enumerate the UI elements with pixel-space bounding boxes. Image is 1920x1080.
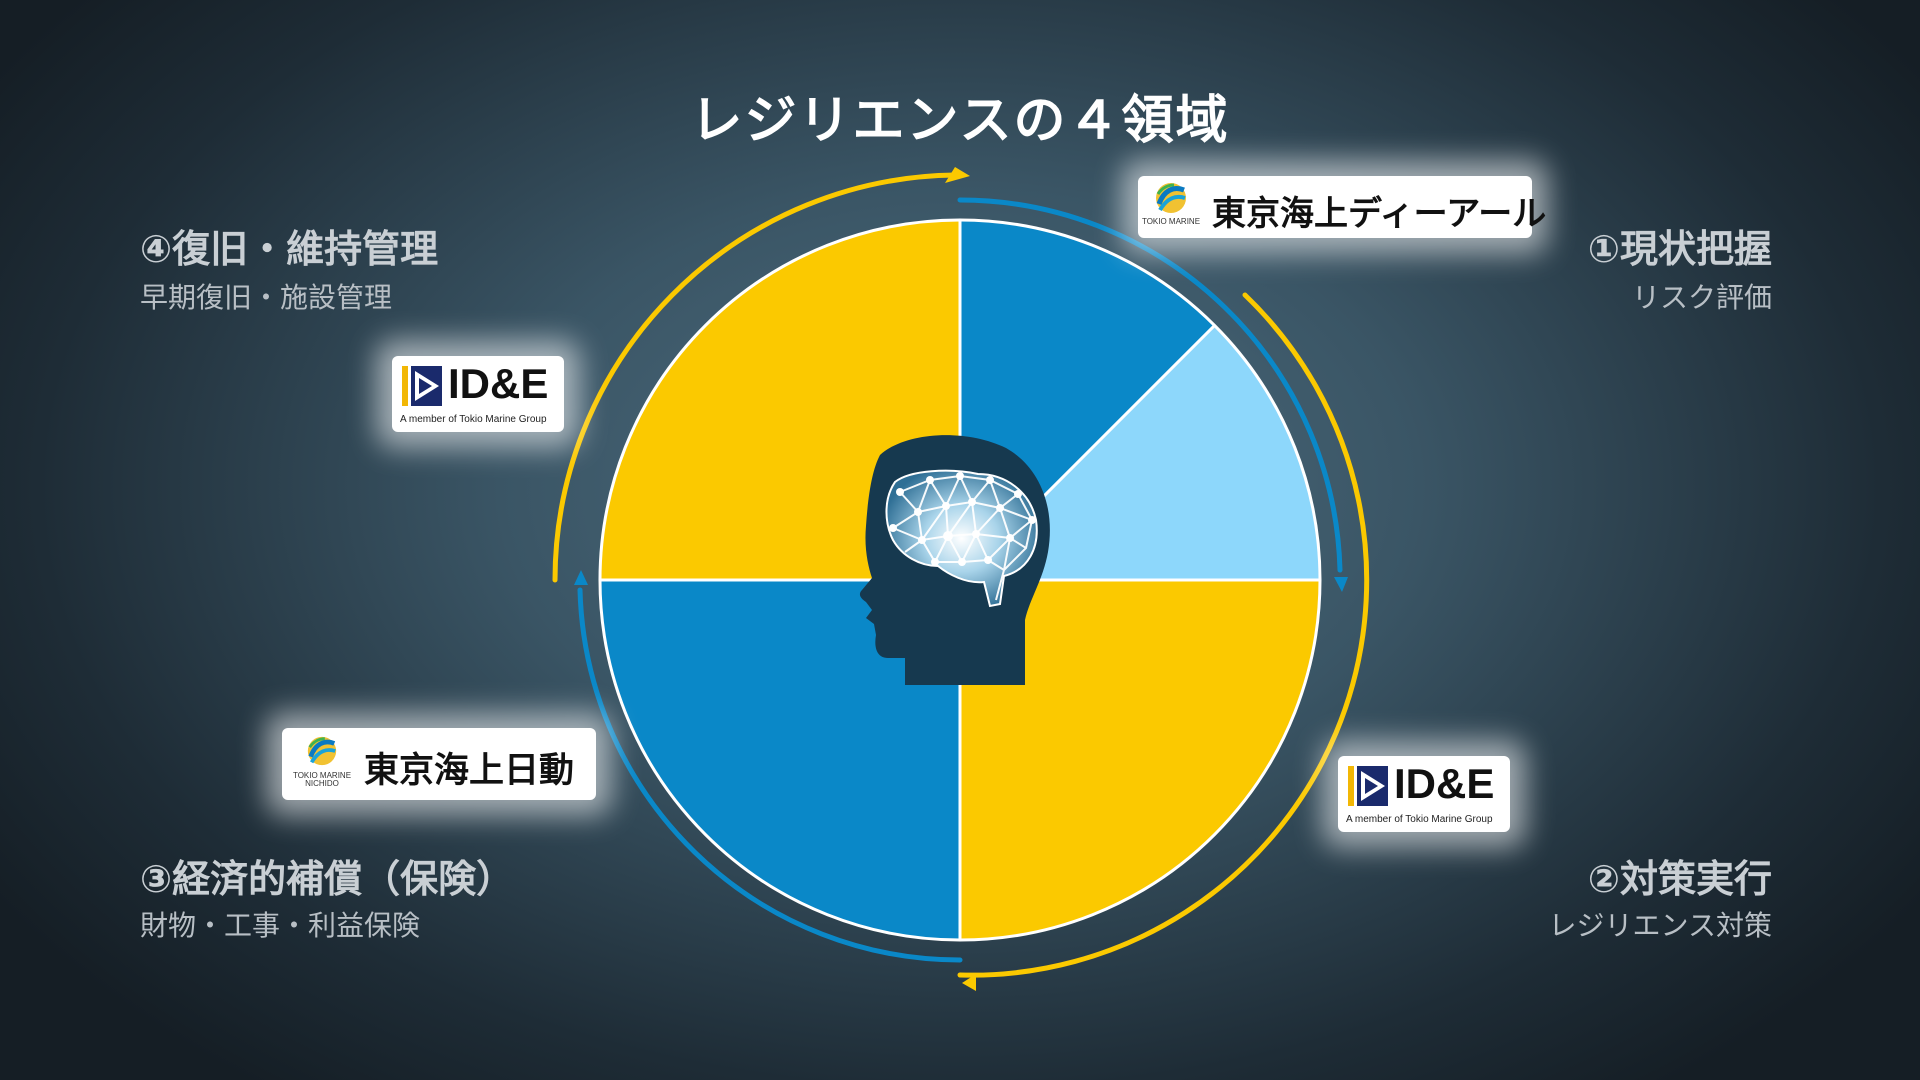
pie-segment-countermeasures: [960, 580, 1320, 940]
ide-logo-text: ID&E: [1394, 760, 1495, 807]
section-4-subtitle: 早期復旧・施設管理: [140, 281, 393, 314]
section-3-subtitle: 財物・工事・利益保険: [140, 909, 421, 942]
section-2-subtitle: レジリエンス対策: [1548, 909, 1772, 942]
tokio-marine-logo-mark: [1156, 183, 1186, 213]
section-2-title: ②対策実行: [1587, 857, 1772, 901]
tokio-marine-nichido-name: 東京海上日動: [364, 751, 575, 791]
tokio-marine-dr-logo: TOKIO MARINE 東京海上ディーアール: [1138, 176, 1546, 238]
ai-brain-head-icon: [859, 435, 1050, 685]
tokio-marine-nichido-logo: TOKIO MARINE NICHIDO 東京海上日動: [282, 728, 596, 800]
tokio-marine-small-text: TOKIO MARINE: [1141, 217, 1201, 226]
section-1-title: ①現状把握: [1587, 227, 1772, 271]
ide-logo-mark: [402, 366, 442, 406]
ide-logo-tagline: A member of Tokio Marine Group: [1346, 814, 1493, 825]
tokio-marine-dr-name: 東京海上ディーアール: [1212, 194, 1547, 234]
ide-logo-tagline: A member of Tokio Marine Group: [400, 414, 547, 425]
section-3-title: ③経済的補償（保険）: [140, 857, 515, 901]
pie-segment-risk-assessment-b: [960, 325, 1320, 580]
ide-logo-text: ID&E: [448, 360, 549, 407]
section-1-subtitle: リスク評価: [1631, 281, 1772, 314]
diagram-title: レジリエンスの４領域: [690, 91, 1230, 151]
arrow-heads: [574, 167, 1348, 991]
section-4-title: ④復旧・維持管理: [140, 227, 439, 271]
tokio-marine-nichido-small-text: TOKIO MARINE NICHIDO: [286, 771, 358, 789]
pie-segment-insurance: [600, 580, 960, 940]
tokio-marine-logo-mark: [307, 736, 337, 766]
ide-logo-right: ID&E A member of Tokio Marine Group: [1338, 756, 1510, 832]
tokio-marine-small-line-2: NICHIDO: [305, 779, 339, 789]
tokio-marine-small-line-1: TOKIO MARINE: [292, 771, 352, 780]
cycle-arrow-icon: [552, 172, 1370, 978]
ide-logo-mark: [1348, 766, 1388, 806]
ide-logo-left: ID&E A member of Tokio Marine Group: [392, 356, 564, 432]
